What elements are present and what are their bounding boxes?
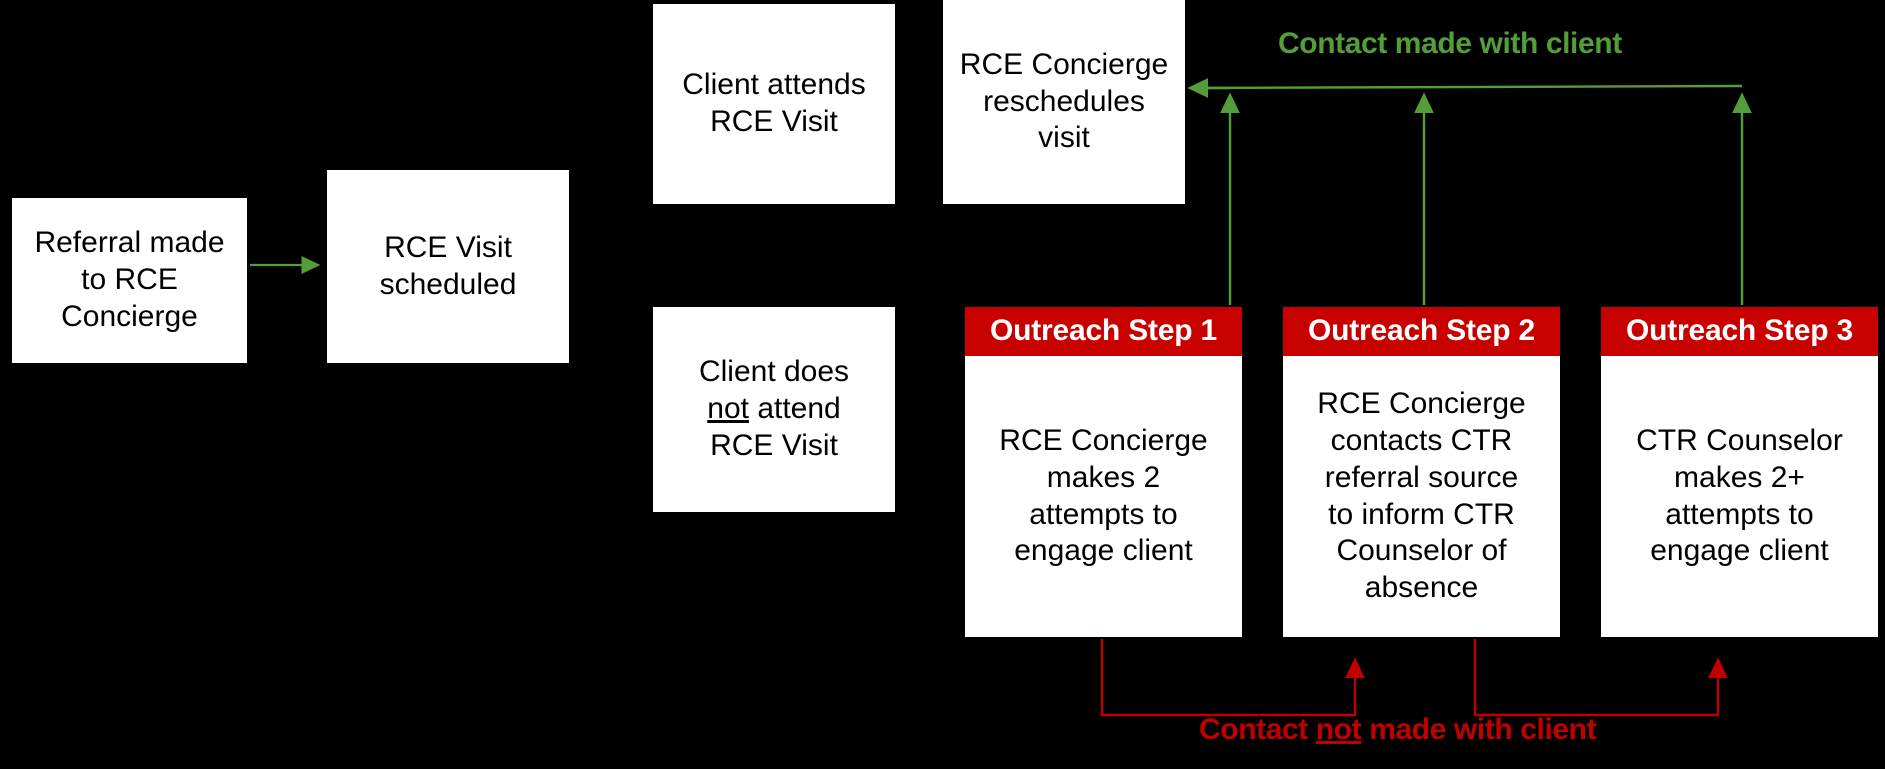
edge-label-contact-made: Contact made with client [1278,27,1622,61]
node-rce-visit-scheduled-label: RCE Visit scheduled [379,230,517,301]
card-outreach-step-1-body-text: RCE Concierge makes 2 attempts to engage… [999,423,1208,568]
card-outreach-step-3-body-text: CTR Counselor makes 2+ attempts to engag… [1636,423,1843,568]
node-rce-concierge-reschedules-label: RCE Concierge reschedules visit [959,47,1169,155]
arrow-green-return-bus [1187,78,1743,98]
node-rce-visit-scheduled: RCE Visit scheduled [327,170,569,363]
edge-label-contact-not-made: Contact not made with client [1199,713,1597,747]
edge-label-contact-not-made-pre: Contact [1199,713,1316,746]
node-client-not-attends-line1: Client does [698,355,850,389]
node-client-attends-visit: Client attends RCE Visit [653,4,895,204]
node-rce-concierge-reschedules: RCE Concierge reschedules visit [943,0,1185,204]
card-outreach-step-1-body: RCE Concierge makes 2 attempts to engage… [965,356,1242,637]
card-outreach-step-3: Outreach Step 3 CTR Counselor makes 2+ a… [1601,307,1878,637]
arrow-outreach-1-to-2-no-contact [1100,639,1365,717]
node-client-not-attends-line3: RCE Visit [710,428,838,462]
node-client-not-attends-visit: Client does not attend RCE Visit [653,307,895,512]
card-outreach-step-1: Outreach Step 1 RCE Concierge makes 2 at… [965,307,1242,637]
card-outreach-step-1-title: Outreach Step 1 [965,307,1242,356]
node-client-not-attends-line2-rest: attend [748,392,841,426]
node-referral-made: Referral made to RCE Concierge [12,198,247,363]
node-client-attends-visit-label: Client attends RCE Visit [682,68,866,138]
edge-label-contact-not-made-emphasis: not [1315,713,1362,746]
arrow-outreach-2-to-3-no-contact [1473,639,1728,717]
card-outreach-step-2: Outreach Step 2 RCE Concierge contacts C… [1283,307,1560,637]
node-client-not-attends-emphasis: not [707,392,749,426]
edge-label-contact-not-made-post: made with client [1361,713,1597,746]
card-outreach-step-2-title: Outreach Step 2 [1283,307,1560,356]
card-outreach-step-3-body: CTR Counselor makes 2+ attempts to engag… [1601,356,1878,637]
card-outreach-step-2-body-text: RCE Concierge contacts CTR referral sour… [1317,386,1526,605]
card-outreach-step-3-title: Outreach Step 3 [1601,307,1878,356]
card-outreach-step-2-body: RCE Concierge contacts CTR referral sour… [1283,356,1560,637]
node-referral-made-label: Referral made to RCE Concierge [34,226,225,333]
node-client-not-attends-line2: not attend [707,391,840,428]
edge-label-contact-made-text: Contact made with client [1278,27,1622,60]
